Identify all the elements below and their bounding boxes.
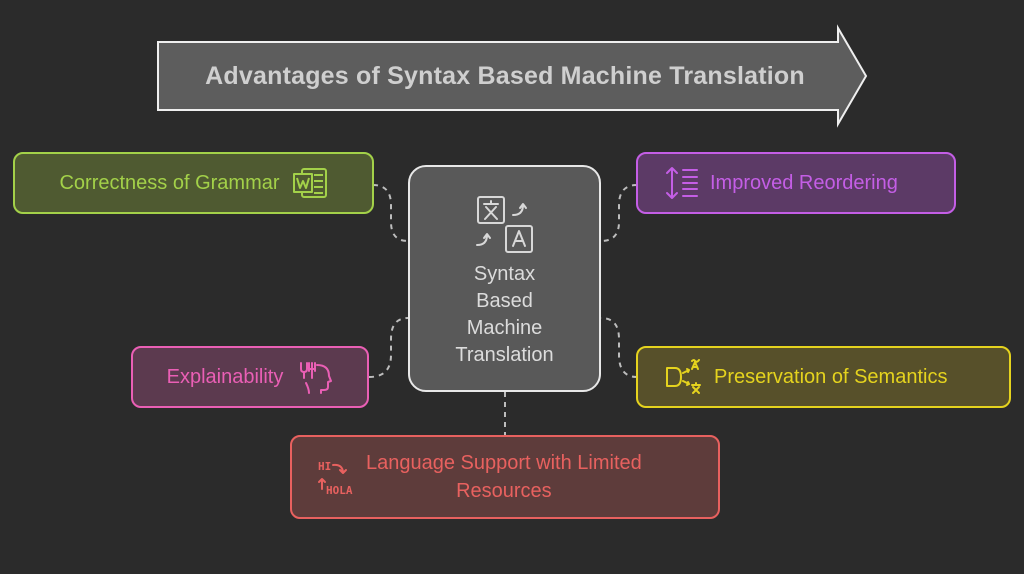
connector-reordering bbox=[600, 184, 638, 242]
connector-semantics bbox=[600, 317, 638, 378]
card-reordering-label: Improved Reordering bbox=[710, 171, 898, 194]
card-grammar-label: Correctness of Grammar bbox=[59, 171, 280, 194]
center-line-4: Translation bbox=[455, 344, 554, 366]
card-grammar: Correctness of Grammar bbox=[13, 152, 374, 214]
card-reordering: Improved Reordering bbox=[636, 152, 956, 214]
card-language-label: Language Support with Limited Resources bbox=[366, 449, 642, 505]
svg-text:HI: HI bbox=[318, 460, 331, 473]
center-label: Syntax Based Machine Translation bbox=[430, 261, 580, 369]
connector-grammar bbox=[372, 184, 409, 242]
title-arrow bbox=[157, 24, 868, 128]
center-line-3: Machine bbox=[466, 317, 543, 339]
card-explainability: Explainability bbox=[131, 346, 369, 408]
center-line-1: Syntax bbox=[473, 263, 536, 285]
hi-hola-icon: HI HOLA bbox=[316, 456, 358, 498]
diagram-title: Advantages of Syntax Based Machine Trans… bbox=[205, 61, 805, 90]
translation-arrows-icon bbox=[664, 359, 704, 395]
center-line-2: Based bbox=[476, 290, 533, 312]
connector-explainability bbox=[368, 317, 409, 378]
center-node: Syntax Based Machine Translation bbox=[408, 165, 601, 392]
card-semantics: Preservation of Semantics bbox=[636, 346, 1011, 408]
card-language-line-1: Language Support with Limited bbox=[366, 452, 642, 474]
card-language-line-2: Resources bbox=[456, 480, 552, 502]
card-explainability-label: Explainability bbox=[166, 365, 284, 388]
head-gears-icon bbox=[297, 359, 333, 395]
svg-text:HOLA: HOLA bbox=[326, 484, 353, 497]
card-language: HI HOLA Language Support with Limited Re… bbox=[290, 435, 720, 519]
word-document-icon bbox=[292, 167, 328, 199]
translate-icon bbox=[475, 195, 535, 255]
card-semantics-label: Preservation of Semantics bbox=[714, 365, 948, 388]
line-spacing-icon bbox=[664, 165, 700, 201]
